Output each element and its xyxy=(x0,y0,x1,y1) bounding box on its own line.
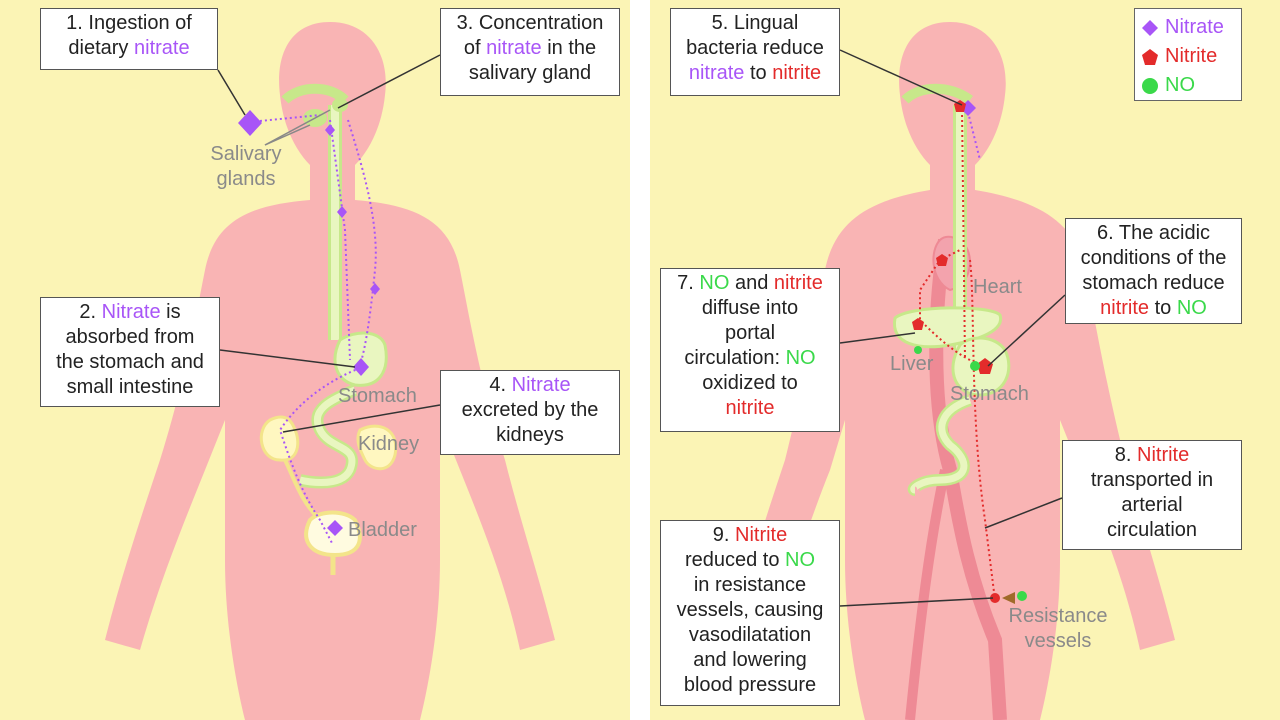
box-concentration: 3. Concentration of nitrate in the saliv… xyxy=(440,8,620,96)
nitrite-word: nitrite xyxy=(772,62,822,84)
box-lingual: 5. Lingual bacteria reduce nitrate to ni… xyxy=(670,8,840,96)
box-text: salivary gland xyxy=(468,62,592,84)
box-text: circulation: xyxy=(684,347,786,369)
nitrite-pentagon-stomach xyxy=(977,358,993,374)
nitrate-diamond-ingested xyxy=(238,110,262,136)
label-heart: Heart xyxy=(973,276,1022,298)
box-text: vasodilatation xyxy=(688,624,812,646)
box-text: and lowering xyxy=(693,649,807,671)
box-text: 5. Lingual xyxy=(711,12,799,34)
circle-icon xyxy=(1142,77,1158,94)
box-absorbed: 2. Nitrate is absorbed from the stomach … xyxy=(40,297,220,407)
box-text: oxidized to xyxy=(702,372,798,394)
label-line: Resistance xyxy=(1008,605,1108,627)
box-text: 3. Concentration xyxy=(456,12,604,34)
human-silhouette xyxy=(105,22,555,720)
box-text: kidneys xyxy=(496,424,564,446)
body-illustration-right xyxy=(735,22,1175,720)
box-text: 9. xyxy=(712,524,735,546)
box-text: stomach reduce xyxy=(1082,272,1225,294)
box-text: vessels, causing xyxy=(676,599,824,621)
box-text: blood pressure xyxy=(683,674,817,696)
box-text: absorbed from xyxy=(65,326,195,348)
box-text: in resistance xyxy=(693,574,807,596)
legend-item-no: NO xyxy=(1141,71,1235,100)
body-illustration-left xyxy=(105,22,555,720)
nitrate-word: nitrate xyxy=(486,37,542,59)
box-text: the stomach and xyxy=(56,351,204,373)
label-line: glands xyxy=(216,168,276,190)
label-kidney: Kidney xyxy=(358,433,420,455)
nitrate-word: Nitrate xyxy=(511,374,571,396)
box-text: to xyxy=(1149,297,1177,319)
label-line: Salivary xyxy=(210,143,282,165)
box-ingestion: 1. Ingestion of dietary nitrate xyxy=(40,8,218,70)
label-resistance-vessels: Resistance vessels xyxy=(1002,604,1114,654)
box-text: in the xyxy=(541,37,597,59)
legend: Nitrate Nitrite NO xyxy=(1134,8,1242,101)
right-panel: 5. Lingual bacteria reduce nitrate to ni… xyxy=(650,0,1280,720)
no-word: NO xyxy=(785,549,816,571)
box-text: 6. The acidic xyxy=(1096,222,1211,244)
label-salivary-glands: Salivary glands xyxy=(196,142,296,192)
box-text: circulation xyxy=(1106,519,1198,541)
box-text: conditions of the xyxy=(1080,247,1227,269)
box-text: bacteria reduce xyxy=(686,37,824,59)
box-text: small intestine xyxy=(66,376,194,398)
step-number: 2. xyxy=(79,301,97,323)
nitrate-word: nitrate xyxy=(688,62,745,84)
box-resistance: 9. Nitrite reduced to NO in resistance v… xyxy=(660,520,840,706)
nitrite-word: nitrite xyxy=(1100,297,1150,319)
pentagon-icon xyxy=(1142,48,1158,65)
box-text: reduced to xyxy=(684,549,786,571)
box-text: Ingestion of xyxy=(88,12,192,34)
box-portal: 7. NO and nitrite diffuse into portal ci… xyxy=(660,268,840,432)
box-text: diffuse into xyxy=(701,297,799,319)
box-text: transported in xyxy=(1090,469,1214,491)
nitrite-word: nitrite xyxy=(773,272,823,294)
legend-label: NO xyxy=(1165,74,1195,96)
diamond-icon xyxy=(1142,19,1158,36)
box-excreted: 4. Nitrate excreted by the kidneys xyxy=(440,370,620,455)
legend-label: Nitrate xyxy=(1165,16,1224,38)
label-line: vessels xyxy=(1024,630,1092,652)
legend-label: Nitrite xyxy=(1165,45,1218,67)
box-text: to xyxy=(744,62,773,84)
box-text: is xyxy=(160,301,181,323)
nitrite-word: Nitrite xyxy=(735,524,788,546)
no-word: NO xyxy=(1176,297,1207,319)
no-word: NO xyxy=(699,272,730,294)
nitrite-word: Nitrite xyxy=(1137,444,1190,466)
label-stomach: Stomach xyxy=(338,385,417,407)
box-text: excreted by the xyxy=(461,399,599,421)
label-liver: Liver xyxy=(890,353,934,375)
label-bladder: Bladder xyxy=(348,519,417,541)
box-text: arterial xyxy=(1121,494,1183,516)
legend-item-nitrate: Nitrate xyxy=(1141,13,1235,42)
box-text: and xyxy=(729,272,774,294)
box-text: portal xyxy=(724,322,776,344)
left-panel: 1. Ingestion of dietary nitrate 2. Nitra… xyxy=(0,0,630,720)
box-acidic: 6. The acidic conditions of the stomach … xyxy=(1065,218,1242,324)
step-number: 4. xyxy=(489,374,507,396)
box-text: 8. xyxy=(1114,444,1137,466)
nitrate-word: Nitrate xyxy=(101,301,161,323)
box-text: dietary xyxy=(68,37,134,59)
label-stomach: Stomach xyxy=(950,383,1029,405)
step-number: 1. xyxy=(66,12,83,34)
box-text: of xyxy=(463,37,487,59)
nitrate-word: nitrate xyxy=(134,37,190,59)
nitrite-word: nitrite xyxy=(725,397,775,419)
nitrate-diamond-stomach xyxy=(353,358,369,376)
legend-item-nitrite: Nitrite xyxy=(1141,42,1235,71)
no-word: NO xyxy=(785,347,816,369)
box-arterial: 8. Nitrite transported in arterial circu… xyxy=(1062,440,1242,550)
box-text: 7. xyxy=(677,272,700,294)
